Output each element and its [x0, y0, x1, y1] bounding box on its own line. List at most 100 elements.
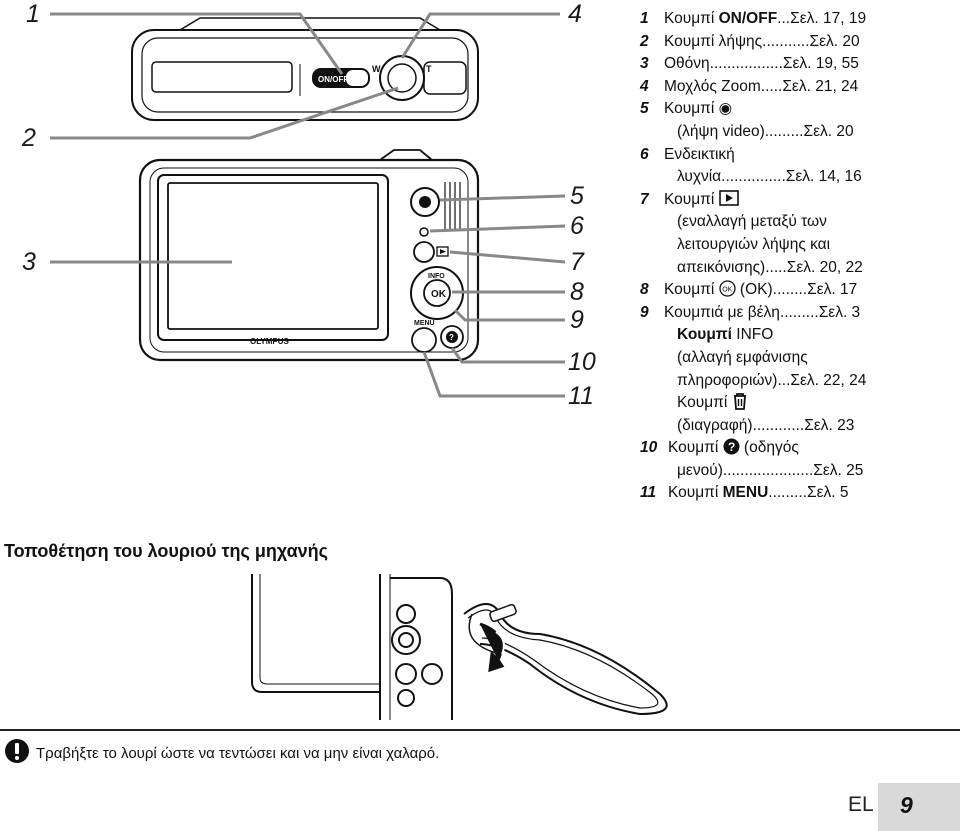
legend-label-bold: ON/OFF	[718, 10, 778, 27]
legend-label: Κουμπί ◉	[664, 100, 733, 118]
legend-dots: .................	[709, 55, 783, 73]
legend-page-ref: Σελ. 5	[807, 484, 849, 502]
legend-text: Κουμπιά με βέλη.........Σελ. 3	[664, 302, 860, 325]
legend-number: 9	[640, 303, 649, 321]
legend-row: λυχνία...............Σελ. 14, 16	[640, 166, 958, 189]
strap-diagram	[251, 574, 668, 720]
legend-label: Κουμπί	[668, 484, 723, 502]
legend-text: μενού).....................Σελ. 25	[640, 460, 863, 483]
legend-row: (εναλλαγή μεταξύ των	[640, 211, 958, 234]
legend-page-ref: Σελ. 22, 24	[790, 371, 867, 389]
language-code: EL	[848, 793, 874, 816]
legend-text: Κουμπί OK (OK)........Σελ. 17	[664, 279, 857, 302]
legend-text: Μοχλός Zoom.....Σελ. 21, 24	[664, 76, 858, 99]
legend-label: Μοχλός Zoom	[664, 77, 761, 95]
legend-number: 5	[640, 100, 649, 118]
legend-label-suffix: (οδηγός	[739, 439, 799, 457]
zoom-t-label: T	[426, 64, 432, 74]
legend-label: Κουμπί	[677, 326, 737, 344]
legend-text: Κουμπί λήψης...........Σελ. 20	[664, 31, 860, 54]
legend-page-ref: Σελ. 20	[803, 122, 854, 140]
legend-label: Κουμπί	[677, 394, 732, 412]
svg-text:OK: OK	[722, 287, 732, 294]
legend-page-ref: Σελ. 17, 19	[790, 10, 867, 27]
legend-label: Κουμπί	[664, 10, 719, 27]
legend-dots: ...............	[721, 168, 786, 186]
callout-leaders	[50, 12, 566, 398]
legend-text: Κουμπί ◉	[664, 98, 732, 121]
page-number-box	[878, 783, 960, 831]
legend-label: Κουμπί λήψης	[664, 32, 763, 50]
legend-row: μενού).....................Σελ. 25	[640, 460, 958, 483]
legend-row: Κουμπί	[640, 392, 958, 415]
camera-back-view	[138, 149, 480, 362]
legend-label: Κουμπί	[664, 281, 719, 299]
legend-text: Κουμπί ON/OFF...Σελ. 17, 19	[664, 8, 866, 31]
legend-page-ref: Σελ. 23	[804, 416, 855, 434]
legend-dots: ...........	[762, 32, 810, 50]
legend-page-ref: Σελ. 21, 24	[782, 77, 859, 95]
legend-icon-wrap: ?	[723, 438, 740, 456]
brand-logo: OLYMPUS	[250, 337, 289, 346]
legend-text: πληροφοριών)...Σελ. 22, 24	[640, 370, 866, 393]
legend-label: (διαγραφή)	[677, 416, 753, 434]
legend-label: πληροφοριών)	[677, 371, 778, 389]
legend-page-ref: Σελ. 14, 16	[785, 168, 862, 186]
legend-dots: .........	[764, 122, 804, 140]
legend-row: 5 Κουμπί ◉	[640, 98, 958, 121]
legend-text: Κουμπί INFO	[640, 324, 773, 347]
legend-number: 3	[640, 55, 649, 73]
info-label: INFO	[428, 273, 445, 280]
legend-dots: ............	[752, 416, 805, 434]
legend-label: Κουμπί	[668, 439, 723, 457]
legend-page-ref: Σελ. 20, 22	[786, 258, 863, 276]
camera-diagram: ON/OFF W T INFO OK MENU ? OLYMPUS	[50, 12, 566, 398]
legend-label: (λήψη video)	[677, 122, 765, 140]
legend-dots: .....................	[722, 461, 814, 479]
legend-page-ref: Σελ. 20	[809, 32, 860, 50]
legend-icon-wrap	[732, 393, 748, 411]
play-icon	[718, 189, 739, 206]
legend-label: λυχνία	[677, 168, 722, 186]
legend-page-ref: Σελ. 3	[818, 303, 861, 321]
legend-label: μενού)	[677, 461, 723, 479]
legend-label: Κουμπιά με βέλη	[664, 303, 780, 321]
legend-number: 2	[640, 32, 649, 50]
legend-label: Κουμπί	[664, 190, 719, 208]
legend-text: Ενδεικτική	[664, 144, 735, 167]
legend-icon-wrap: OK	[718, 280, 736, 298]
help-icon: ?	[723, 438, 740, 455]
legend-row: 2 Κουμπί λήψης...........Σελ. 20	[640, 31, 958, 54]
legend-page-ref: Σελ. 17	[807, 281, 858, 299]
help-label: ?	[449, 333, 454, 342]
legend-row: απεικόνισης).....Σελ. 20, 22	[640, 257, 958, 280]
zoom-w-label: W	[372, 64, 381, 74]
legend-dots: ...	[777, 371, 791, 389]
legend-dots: .....	[760, 77, 783, 95]
legend-label-suffix: (OK)	[735, 281, 773, 299]
callout-8: 8	[570, 278, 584, 306]
callout-11: 11	[568, 382, 594, 410]
menu-label: MENU	[414, 320, 435, 327]
callout-5: 5	[570, 182, 584, 210]
onoff-label: ON/OFF	[318, 75, 348, 84]
callout-6: 6	[570, 212, 584, 240]
legend-number: 1	[640, 10, 649, 27]
legend-dots: ...	[777, 10, 791, 27]
legend-text: (αλλαγή εμφάνισης	[640, 347, 808, 370]
legend-row: πληροφοριών)...Σελ. 22, 24	[640, 370, 958, 393]
legend-label: (εναλλαγή μεταξύ των	[677, 213, 827, 231]
legend-label-info: INFO	[736, 326, 774, 344]
legend-row: 1 Κουμπί ON/OFF...Σελ. 17, 19	[640, 8, 958, 31]
legend-text: Κουμπί ? (οδηγός	[668, 437, 799, 460]
callout-3: 3	[22, 248, 36, 276]
legend-number: 8	[640, 281, 649, 299]
legend-row: Κουμπί INFO	[640, 324, 958, 347]
legend-row: (λήψη video).........Σελ. 20	[640, 121, 958, 144]
legend-dots: .....	[765, 258, 787, 276]
